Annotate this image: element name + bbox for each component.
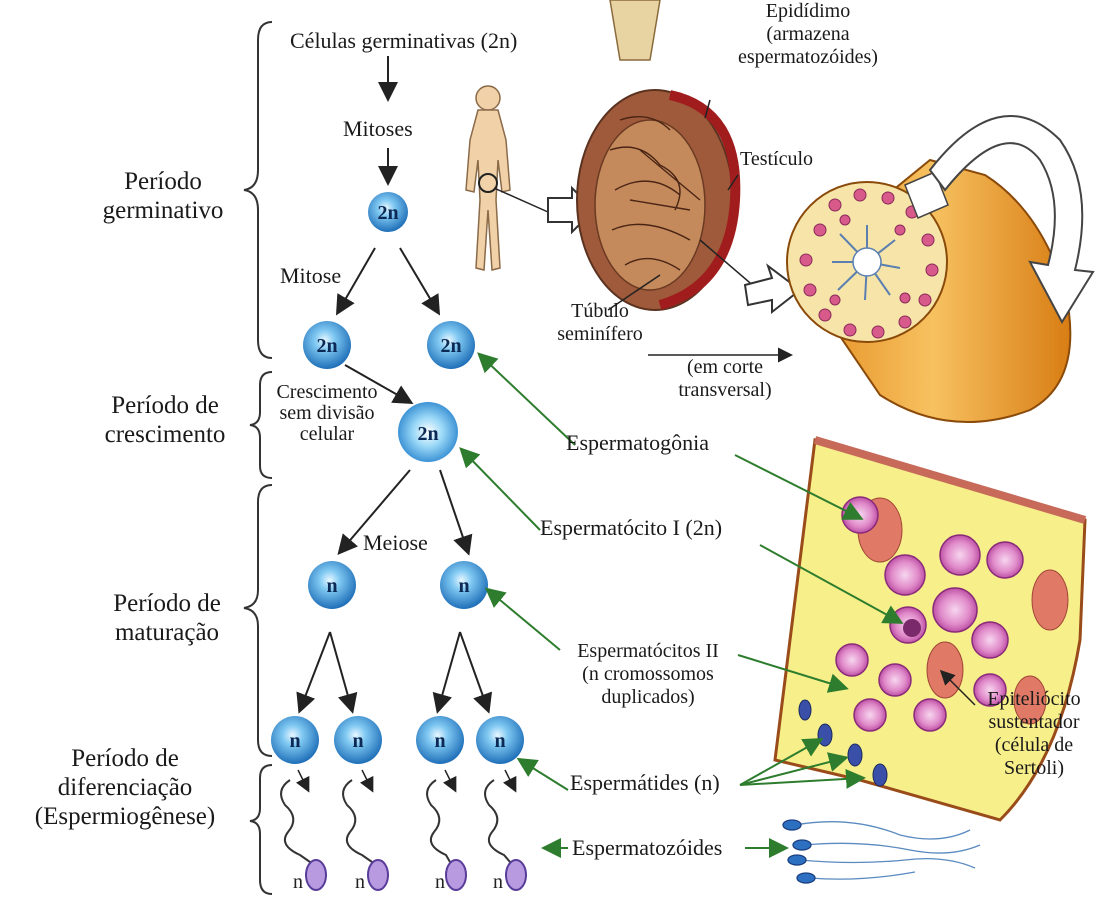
mitose-label: Mitose [280, 263, 341, 288]
growth-note-line3: celular [262, 424, 392, 445]
period-growth-label: Período de crescimento [80, 392, 250, 450]
espermatocitos-ii-line3: duplicados) [548, 686, 748, 709]
meiose-label: Meiose [363, 530, 428, 555]
germ-cells-label: Células germinativas (2n) [290, 28, 517, 53]
espermatides-label: Espermátides (n) [570, 770, 720, 795]
cell-label-2n: 2n [377, 202, 398, 224]
brace-differentiation [250, 765, 272, 894]
brace-germinative [244, 22, 272, 358]
espermatogonia-label: Espermatogônia [566, 430, 709, 455]
sperm-label-n: n [435, 871, 445, 893]
sperm-label-n: n [355, 871, 365, 893]
corte-line2: transversal) [650, 379, 800, 402]
period-growth-line1: Período de [80, 392, 250, 421]
tubulo-line1: Túbulo [540, 300, 660, 323]
corte-line1: (em corte [650, 356, 800, 379]
seminiferous-tubule-cross-section [787, 160, 1070, 422]
testiculo-label: Testículo [740, 148, 813, 171]
cell-label-n: n [289, 730, 300, 752]
period-differentiation-line3: (Espermiogênese) [0, 803, 250, 832]
period-growth-line2: crescimento [80, 421, 250, 450]
period-germinative-line1: Período [88, 168, 238, 197]
sperm-label-n: n [293, 871, 303, 893]
epididimo-label: Epidídimo (armazena espermatozóides) [708, 0, 908, 69]
growth-note-line2: sem divisão [262, 403, 392, 424]
cell-label-n: n [352, 730, 363, 752]
cell-label-n: n [326, 575, 337, 597]
sertoli-line1: Epiteliócito [965, 688, 1103, 711]
sperm-1 [281, 780, 326, 890]
sperm-2 [343, 780, 388, 890]
human-figure [466, 86, 510, 270]
period-differentiation-label: Período de diferenciação (Espermiogênese… [0, 745, 250, 831]
corte-label: (em corte transversal) [650, 356, 800, 402]
period-maturation-label: Período de maturação [82, 590, 252, 648]
cell-label-2n: 2n [316, 335, 337, 357]
cell-label-2n: 2n [417, 423, 438, 445]
epididimo-line2: (armazena [708, 23, 908, 46]
period-maturation-line2: maturação [82, 619, 252, 648]
growth-note-line1: Crescimento [262, 382, 392, 403]
growth-note: Crescimento sem divisão celular [262, 382, 392, 445]
cell-label-n: n [458, 575, 469, 597]
sperm-3 [427, 780, 466, 890]
mitoses-label: Mitoses [343, 116, 413, 141]
cell-label-2n: 2n [440, 335, 461, 357]
sertoli-line4: Sertoli) [965, 757, 1103, 780]
period-differentiation-line1: Período de [0, 745, 250, 774]
spermatozoa-group [783, 820, 980, 883]
sperm-4 [485, 780, 526, 890]
cell-label-n: n [494, 730, 505, 752]
sertoli-line3: (célula de [965, 734, 1103, 757]
cell-label-n: n [434, 730, 445, 752]
espermatocitos-ii-line2: (n cromossomos [548, 663, 748, 686]
espermatocito-i-label: Espermatócito I (2n) [540, 515, 722, 540]
epididimo-line3: espermatozóides) [708, 46, 908, 69]
espermatozoides-label: Espermatozóides [572, 835, 722, 860]
spermatid-to-sperm-arrows [298, 770, 515, 790]
period-differentiation-line2: diferenciação [0, 774, 250, 803]
sertoli-line2: sustentador [965, 711, 1103, 734]
espermatocitos-ii-label: Espermatócitos II (n cromossomos duplica… [548, 640, 748, 709]
epididimo-line1: Epidídimo [708, 0, 908, 23]
sertoli-label: Epiteliócito sustentador (célula de Sert… [965, 688, 1103, 780]
period-maturation-line1: Período de [82, 590, 252, 619]
tubulo-label: Túbulo seminífero [540, 300, 660, 346]
period-germinative-line2: germinativo [88, 197, 238, 226]
period-germinative-label: Período germinativo [88, 168, 238, 226]
sperm-label-n: n [493, 871, 503, 893]
human-to-testis-line [494, 188, 548, 212]
tubulo-line2: seminífero [540, 323, 660, 346]
espermatocitos-ii-line1: Espermatócitos II [548, 640, 748, 663]
